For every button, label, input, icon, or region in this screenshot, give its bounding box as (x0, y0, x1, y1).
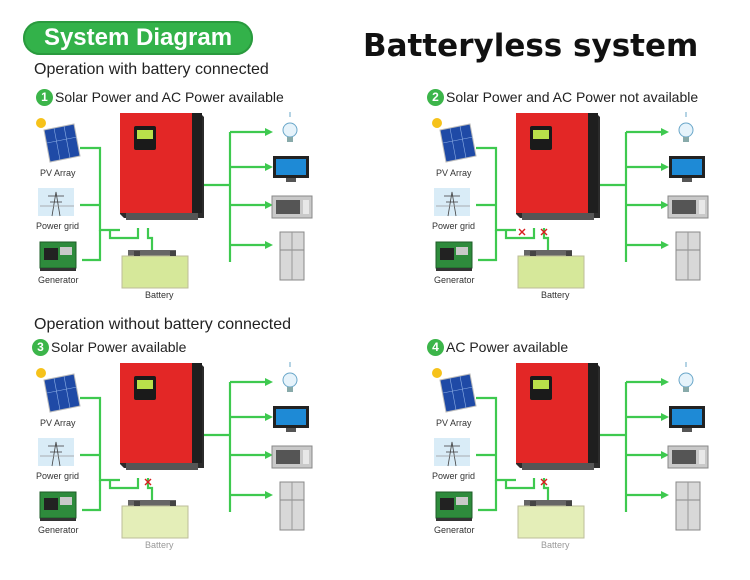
generator-label: Generator (434, 275, 475, 285)
diagram-svg (432, 112, 709, 289)
power-grid-label: Power grid (432, 471, 476, 481)
generator-icon (39, 491, 77, 521)
light-bulb-icon (282, 112, 298, 142)
diagram-svg (432, 362, 709, 539)
caption-2-text: Solar Power and AC Power not available (446, 89, 699, 105)
television-icon (669, 406, 705, 432)
arrowheads (661, 378, 669, 499)
television-icon (273, 156, 309, 182)
solar-panel-icon (432, 368, 477, 413)
light-bulb-icon (678, 362, 694, 392)
television-icon (669, 156, 705, 182)
solar-panel-icon (36, 118, 81, 163)
power-tower-icon (38, 188, 74, 217)
diagram-panel-3: PV Array Power grid Generator Battery (30, 360, 400, 560)
step-number-1: 1 (36, 89, 53, 106)
battery-icon (517, 250, 585, 289)
diagram-panel-2: PV Array Power grid Generator Battery (426, 110, 750, 310)
light-bulb-icon (678, 112, 694, 142)
power-grid-label: Power grid (36, 471, 80, 481)
generator-label: Generator (434, 525, 475, 535)
microwave-icon (667, 195, 709, 219)
microwave-icon (271, 445, 313, 469)
step-number-2: 2 (427, 89, 444, 106)
step-number-4: 4 (427, 339, 444, 356)
source-wires (476, 380, 661, 512)
diagram-panel-4: PV Array Power grid Generator Battery (426, 360, 750, 560)
power-tower-icon (38, 438, 74, 467)
microwave-icon (667, 445, 709, 469)
disconnect-cross (540, 478, 548, 486)
source-wires (476, 130, 661, 262)
pv-array-label: PV Array (40, 418, 76, 428)
refrigerator-icon (279, 481, 305, 531)
television-icon (273, 406, 309, 432)
battery-label: Battery (541, 290, 570, 300)
diagram-panel-1: PV Array Power grid Generator Battery (30, 110, 400, 310)
system-diagram-badge: System Diagram (23, 21, 253, 55)
generator-icon (39, 241, 77, 271)
section-heading-with-battery: Operation with battery connected (34, 61, 269, 78)
solar-panel-icon (36, 368, 81, 413)
source-wires (80, 130, 265, 262)
solar-panel-icon (432, 118, 477, 163)
refrigerator-icon (675, 481, 701, 531)
refrigerator-icon (279, 231, 305, 281)
pv-array-label: PV Array (436, 168, 472, 178)
pv-array-label: PV Array (40, 168, 76, 178)
power-grid-label: Power grid (36, 221, 80, 231)
arrowheads (265, 128, 273, 249)
light-bulb-icon (282, 362, 298, 392)
step-number-3: 3 (32, 339, 49, 356)
arrowheads (661, 128, 669, 249)
inverter-icon (120, 363, 204, 470)
generator-label: Generator (38, 525, 79, 535)
arrowheads (265, 378, 273, 499)
battery-label: Battery (145, 290, 174, 300)
pv-array-label: PV Array (436, 418, 472, 428)
generator-icon (435, 491, 473, 521)
disconnect-cross (518, 228, 526, 236)
disconnect-cross (540, 228, 548, 236)
battery-label: Battery (541, 540, 570, 550)
battery-label: Battery (145, 540, 174, 550)
power-grid-label: Power grid (432, 221, 476, 231)
diagram-svg (36, 112, 313, 289)
inverter-icon (120, 113, 204, 220)
battery-icon (121, 250, 189, 289)
source-wires (80, 380, 265, 512)
generator-label: Generator (38, 275, 79, 285)
caption-1-text: Solar Power and AC Power available (55, 89, 284, 105)
microwave-icon (271, 195, 313, 219)
inverter-icon (516, 363, 600, 470)
battery-icon (121, 500, 189, 539)
section-heading-without-battery: Operation without battery connected (34, 316, 292, 333)
caption-4-text: AC Power available (446, 339, 569, 355)
power-tower-icon (434, 188, 470, 217)
disconnect-cross (144, 478, 152, 486)
caption-3-text: Solar Power available (51, 339, 187, 355)
refrigerator-icon (675, 231, 701, 281)
page-title: Batteryless system (363, 28, 699, 64)
inverter-icon (516, 113, 600, 220)
generator-icon (435, 241, 473, 271)
power-tower-icon (434, 438, 470, 467)
battery-icon (517, 500, 585, 539)
diagram-svg (36, 362, 313, 539)
